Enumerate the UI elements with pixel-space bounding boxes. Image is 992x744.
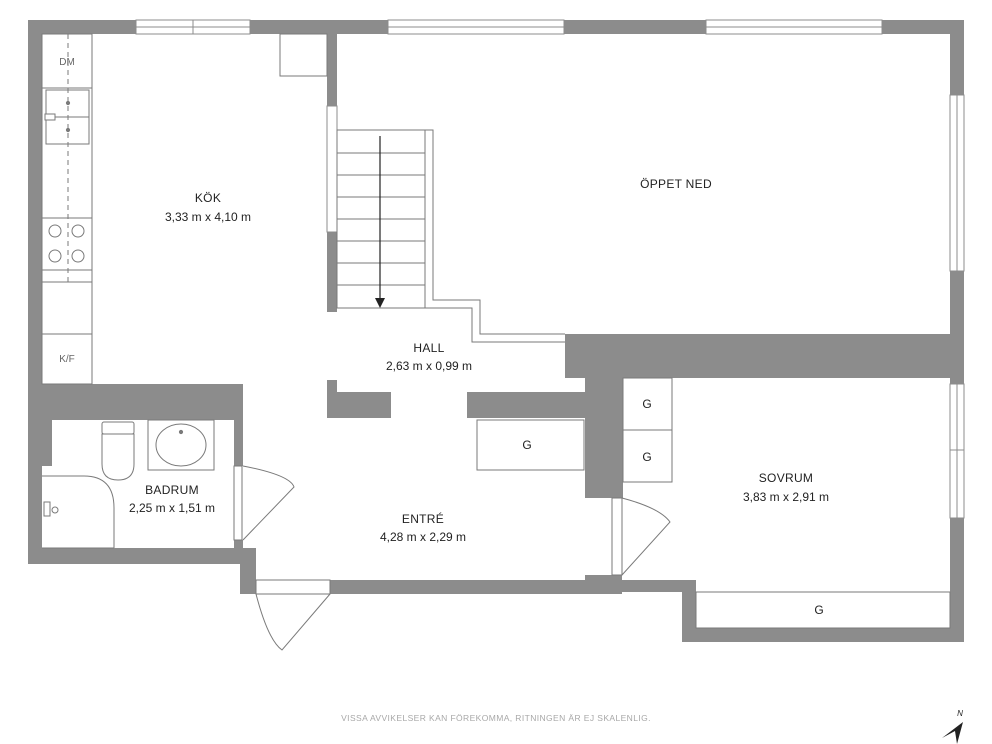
wall-kok-badrum [28,384,243,420]
wall-column-sovrum [585,334,623,498]
door-badrum-swing [242,465,295,541]
wall-hall-bottom-left [327,392,391,418]
wall-hall-bottom-right [467,392,585,418]
closets [476,377,951,629]
room-entre-name: ENTRÉ [402,511,444,526]
burner [48,224,62,238]
shower-enclosure [42,475,115,548]
door-entry-swing [255,593,331,651]
closet-sovrum-2 [622,429,673,483]
closet-sovrum-3-label: G [814,603,823,617]
north-arrow-icon: N [942,709,963,744]
door-badrum [233,465,243,541]
closet-entre [476,419,585,471]
room-hall-dimensions: 2,63 m x 0,99 m [386,359,472,373]
wall-kok-oppet-mid [327,232,337,312]
room-badrum-dimensions: 2,25 m x 1,51 m [129,501,215,515]
room-sovrum-name: SOVRUM [759,471,813,485]
room-entre-dimensions: 4,28 m x 2,29 m [380,530,466,544]
disclaimer: VISSA AVVIKELSER KAN FÖREKOMMA, RITNINGE… [341,713,651,723]
windows [135,19,965,519]
wall-opening-bottom [565,334,964,378]
walls [28,20,964,642]
dishwasher-label: DM [59,57,75,68]
closet-sovrum-3 [695,591,951,629]
washbasin [155,423,207,467]
wall-badrum-right [234,384,243,466]
closet-sovrum-1 [622,377,673,431]
dishwasher [41,33,93,89]
chimney [279,33,328,77]
toilet-bowl [101,433,135,481]
wall-entre-corner [585,575,622,594]
door-sovrum-swing [621,497,671,576]
north-label: N [957,709,963,718]
room-badrum-name: BADRUM [145,483,199,497]
room-kok-dimensions: 3,33 m x 4,10 m [165,210,251,224]
window-kok-oppet-inner [326,105,338,233]
kitchen-counter [41,33,93,385]
burner [71,224,85,238]
toilet-tank [101,421,135,435]
wall-sovrum-jog-top [622,580,696,592]
room-hall-name: HALL [413,341,444,355]
closet-entre-label: G [522,438,531,452]
shower-head [43,501,51,517]
wall-badrum-right-low [234,540,243,556]
door-entry [255,579,331,595]
wall-badrum-bottom [28,548,256,564]
doors [233,465,671,651]
room-sovrum-dimensions: 3,83 m x 2,91 m [743,490,829,504]
fridge-freezer [41,333,93,385]
closet-sovrum-1-label: G [642,397,651,411]
room-kok-name: KÖK [195,191,221,205]
wall-left [28,20,42,564]
wall-sovrum-bottom [682,628,964,642]
wall-sovrum-jog [682,580,696,642]
closet-sovrum-2-label: G [642,450,651,464]
door-sovrum [611,497,623,576]
burner [48,249,62,263]
stove [41,217,93,271]
tap [44,113,56,121]
burner [71,249,85,263]
wall-entre-bottom [330,580,622,594]
staircase [336,129,565,343]
fridge-freezer-label: K/F [59,354,75,365]
wall-badrum-left-inner [42,420,52,466]
wall-kok-oppet [327,34,337,106]
bathroom-fixtures [42,419,215,549]
room-oppet-name: ÖPPET NED [640,177,712,191]
